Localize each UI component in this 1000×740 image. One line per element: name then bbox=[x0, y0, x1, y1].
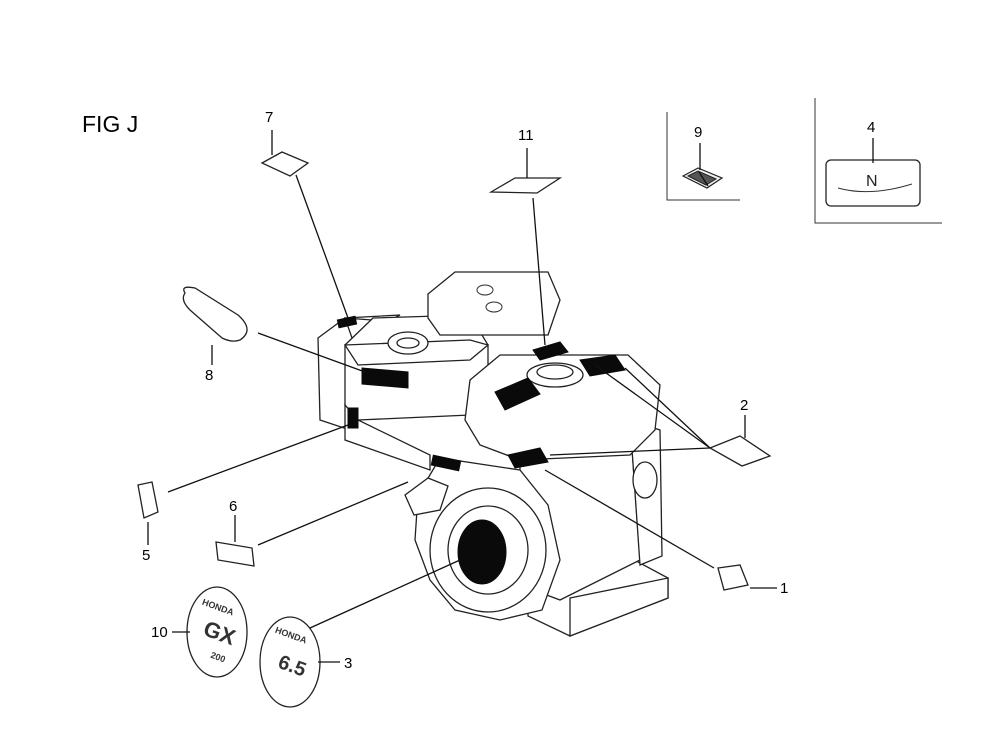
part-6-label bbox=[215, 541, 255, 567]
inset-part-4: N bbox=[814, 98, 942, 224]
callout-4: 4 bbox=[867, 119, 875, 136]
emblem-10-line3: 200 bbox=[209, 650, 227, 665]
callout-7: 7 bbox=[265, 109, 273, 126]
callout-5: 5 bbox=[142, 547, 150, 564]
part-8-label bbox=[182, 286, 248, 342]
part-9-clip bbox=[681, 167, 724, 189]
callout-1: 1 bbox=[780, 580, 788, 597]
leader-lines bbox=[147, 130, 777, 663]
part-3-emblem: HONDA 6.5 bbox=[259, 616, 321, 708]
part-4-symbol: N bbox=[866, 173, 878, 190]
callout-9: 9 bbox=[694, 124, 702, 141]
part-2-label bbox=[708, 435, 772, 467]
figure-title: FIG J bbox=[82, 111, 138, 137]
callout-2: 2 bbox=[740, 397, 748, 414]
engine-assembly bbox=[317, 271, 669, 637]
part-7-label bbox=[260, 151, 310, 177]
inset-part-9 bbox=[666, 112, 740, 201]
callout-11: 11 bbox=[518, 127, 534, 144]
part-11-label bbox=[488, 177, 563, 194]
part-1-label bbox=[717, 564, 749, 591]
callout-3: 3 bbox=[344, 655, 352, 672]
part-10-emblem: HONDA GX 200 bbox=[186, 586, 248, 678]
callout-10: 10 bbox=[151, 624, 168, 641]
part-5-label bbox=[137, 481, 159, 519]
callout-6: 6 bbox=[229, 498, 237, 515]
callout-numbers: 7 11 9 4 8 2 6 5 1 10 3 bbox=[142, 109, 875, 672]
callout-8: 8 bbox=[205, 367, 213, 384]
